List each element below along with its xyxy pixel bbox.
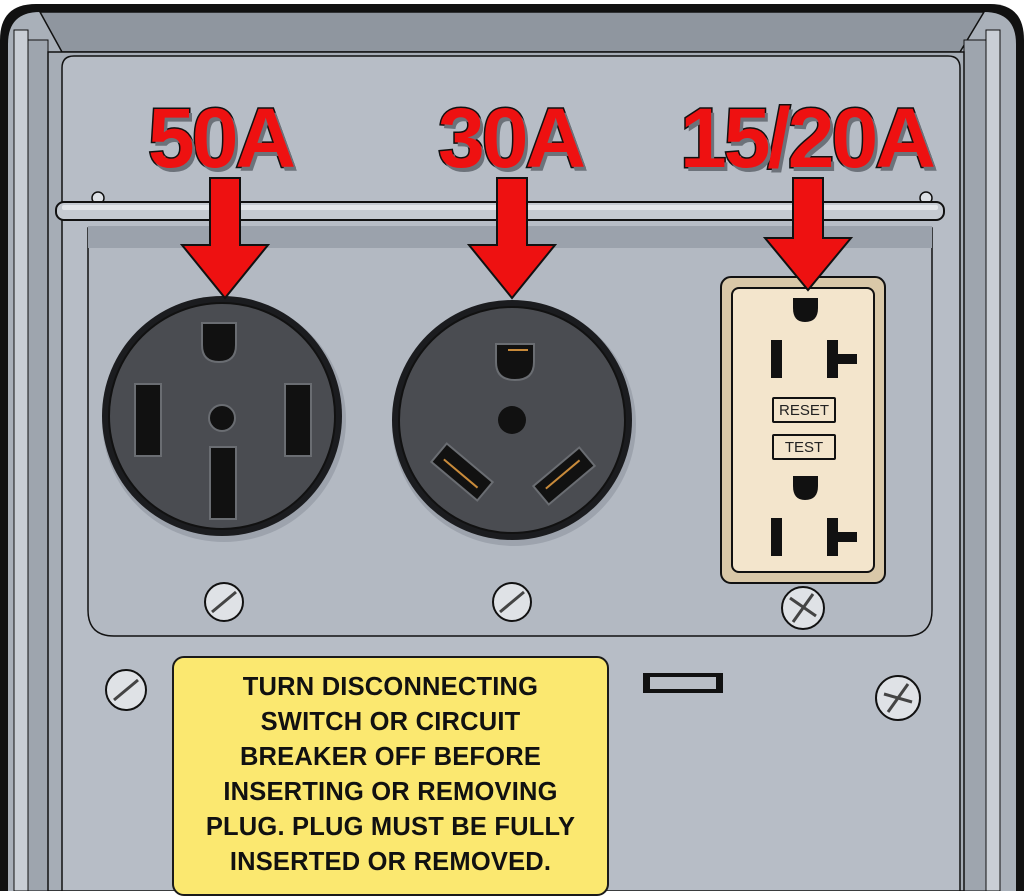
screw-icon	[204, 582, 244, 622]
warning-line: PLUG. PLUG MUST BE FULLY	[205, 813, 576, 841]
screw-icon	[492, 582, 532, 622]
screw-icon	[781, 586, 825, 630]
arrow-50a-icon	[179, 177, 271, 300]
label-30a: 30A	[436, 91, 587, 185]
warning-line: BREAKER OFF BEFORE	[239, 743, 542, 771]
receptacle-15-20a-gfci[interactable]	[720, 276, 886, 584]
warning-line: INSERTING OR REMOVING	[223, 778, 558, 806]
test-button[interactable]: TEST	[772, 434, 836, 460]
warning-line: TURN DISCONNECTING	[242, 673, 539, 701]
warning-line: INSERTED OR REMOVED.	[229, 848, 552, 876]
screw-icon	[875, 675, 921, 721]
receptacle-50a[interactable]	[102, 296, 346, 542]
receptacle-30a[interactable]	[392, 300, 636, 546]
warning-line: SWITCH OR CIRCUIT	[260, 708, 521, 736]
label-15-20a: 15/20A	[679, 91, 938, 185]
arrow-30a-icon	[466, 177, 558, 300]
arrow-15-20a-icon	[762, 177, 854, 292]
label-50a: 50A	[146, 91, 297, 185]
screw-icon	[105, 669, 147, 711]
reset-button[interactable]: RESET	[772, 397, 836, 423]
warning-sign: TURN DISCONNECTING SWITCH OR CIRCUIT BRE…	[172, 656, 609, 896]
indicator-slot	[643, 673, 723, 693]
